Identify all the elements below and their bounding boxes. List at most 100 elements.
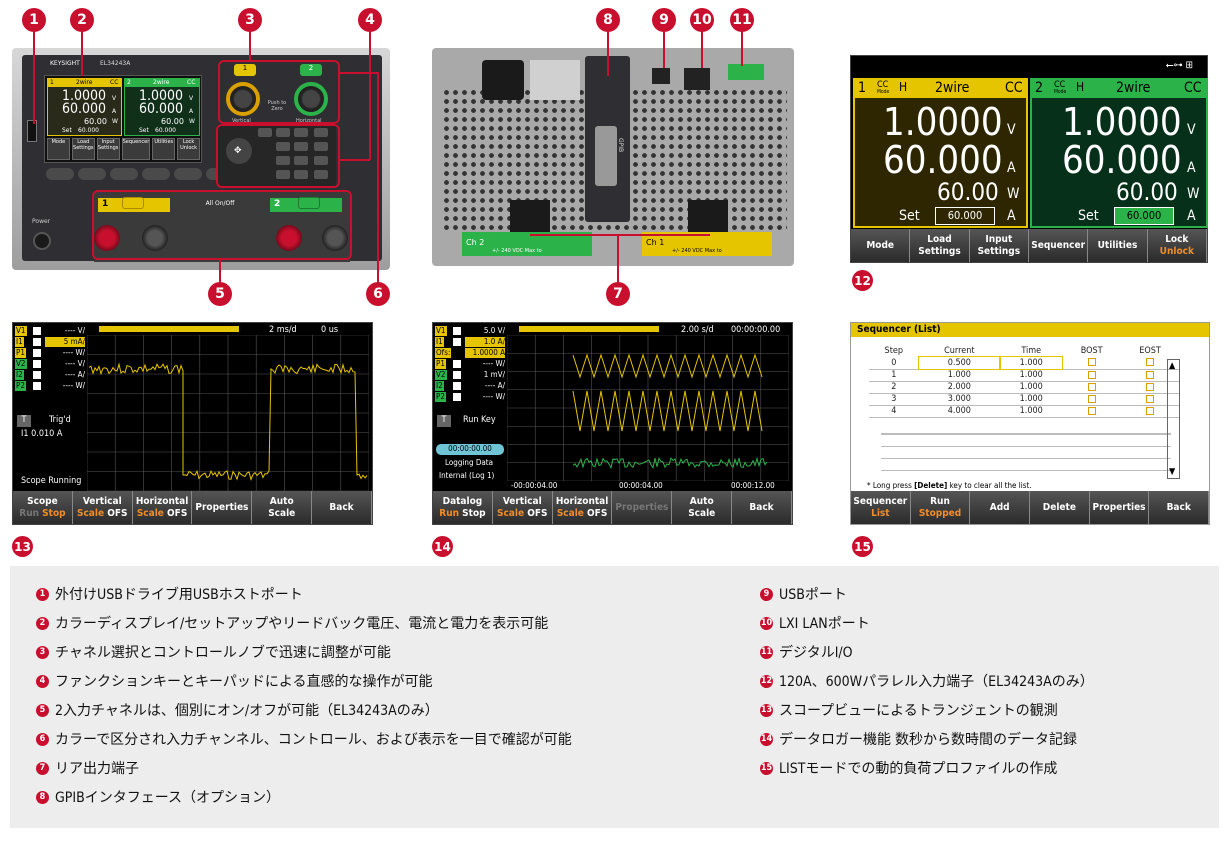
channel-scale[interactable]: ---- W/ <box>62 381 85 390</box>
s12-ch2-set-value[interactable]: 60.000 <box>1114 207 1174 225</box>
channel-scale[interactable]: ---- V/ <box>64 326 85 335</box>
channel-scale[interactable]: ---- V/ <box>64 359 85 368</box>
channel-scale[interactable]: ---- A/ <box>64 370 85 379</box>
channel-scale[interactable]: ---- W/ <box>62 348 85 357</box>
checkbox[interactable] <box>1146 382 1155 391</box>
s15-back-softkey[interactable]: Back <box>1149 491 1210 524</box>
front-softkey[interactable] <box>142 168 170 180</box>
channel-checkbox[interactable] <box>453 360 461 368</box>
vertical-knob[interactable] <box>226 82 260 116</box>
front-ch2-voltage: 1.0000 <box>139 88 184 104</box>
channel-checkbox[interactable] <box>453 393 461 401</box>
arrow-keys-icon[interactable]: ✥ <box>234 146 242 156</box>
channel-scale[interactable]: 1 mV/ <box>483 370 505 379</box>
s15-delete-softkey[interactable]: Delete <box>1030 491 1090 524</box>
s15-add-softkey[interactable]: Add <box>970 491 1031 524</box>
checkbox-cell[interactable] <box>1121 405 1179 418</box>
checkbox[interactable] <box>1146 406 1155 415</box>
s13-properties-softkey[interactable]: Properties <box>192 491 253 524</box>
channel-checkbox[interactable] <box>33 338 41 346</box>
power-button[interactable] <box>33 232 51 250</box>
checkbox-cell[interactable] <box>1062 369 1122 382</box>
checkbox[interactable] <box>1146 358 1155 367</box>
s12-utilities-softkey[interactable]: Utilities <box>1088 229 1148 262</box>
s13-back-softkey[interactable]: Back <box>312 491 372 524</box>
all-onoff-button[interactable]: All On/Off <box>205 200 235 207</box>
channel-checkbox[interactable] <box>33 360 41 368</box>
channel-scale[interactable]: 1.0 A/ <box>465 337 505 347</box>
checkbox[interactable] <box>1087 406 1096 415</box>
channel-checkbox[interactable] <box>453 327 461 335</box>
s14-logging-label: Logging Data <box>445 458 494 467</box>
channel-checkbox[interactable] <box>33 371 41 379</box>
channel-scale[interactable]: ---- W/ <box>482 359 505 368</box>
channel-scale[interactable]: 5 mA/ <box>45 337 85 347</box>
horizontal-knob[interactable] <box>294 82 328 116</box>
channel-scale[interactable]: ---- W/ <box>482 392 505 401</box>
checkbox-cell[interactable] <box>1121 357 1179 370</box>
channel-scale[interactable]: 1.0000 A <box>465 348 505 358</box>
channel-checkbox[interactable] <box>453 371 461 379</box>
channel-checkbox[interactable] <box>33 349 41 357</box>
channel-checkbox[interactable] <box>33 327 41 335</box>
front-softkey[interactable] <box>110 168 138 180</box>
s12-ch2-ccmode: CC <box>1054 80 1066 90</box>
checkbox[interactable] <box>1087 358 1096 367</box>
scroll-down-icon[interactable]: ▼ <box>1169 467 1176 477</box>
checkbox[interactable] <box>1087 370 1096 379</box>
s12-ch1-set-value[interactable]: 60.000 <box>935 207 995 225</box>
checkbox-cell[interactable] <box>1121 393 1179 406</box>
checkbox-cell[interactable] <box>1062 357 1122 370</box>
s12-sequencer-softkey[interactable]: Sequencer <box>1028 229 1089 262</box>
checkbox-cell[interactable] <box>1062 393 1122 406</box>
checkbox[interactable] <box>1087 382 1096 391</box>
checkbox-cell[interactable] <box>1062 405 1122 418</box>
channel-checkbox[interactable] <box>453 338 461 346</box>
front-softkey[interactable] <box>174 168 202 180</box>
channel-checkbox[interactable] <box>33 382 41 390</box>
checkbox[interactable] <box>1146 394 1155 403</box>
checkbox[interactable] <box>1146 370 1155 379</box>
checkbox-cell[interactable] <box>1121 369 1179 382</box>
checkbox-cell[interactable] <box>1121 381 1179 394</box>
checkbox[interactable] <box>1087 394 1096 403</box>
s12-mode-softkey[interactable]: Mode <box>851 229 911 262</box>
channel-checkbox[interactable] <box>453 382 461 390</box>
s14-back-softkey[interactable]: Back <box>732 491 792 524</box>
s14-properties-softkey[interactable]: Properties <box>612 491 673 524</box>
channel-scale[interactable]: 5.0 V/ <box>483 326 505 335</box>
channel-scale[interactable]: ---- A/ <box>484 381 505 390</box>
s15-scrollbar[interactable]: ▲ ▼ <box>1167 359 1180 479</box>
softkey-label: Sequencer <box>1031 239 1086 251</box>
s15-properties-softkey[interactable]: Properties <box>1089 491 1150 524</box>
ch2-select-button[interactable]: 2 <box>300 64 322 76</box>
ch1-select-button[interactable]: 1 <box>234 64 256 76</box>
front-softkey[interactable] <box>78 168 106 180</box>
front-softkey[interactable] <box>46 168 74 180</box>
ch1-onoff-button[interactable] <box>122 197 144 209</box>
ch2-onoff-button[interactable] <box>298 197 320 209</box>
checkbox-cell[interactable] <box>1062 381 1122 394</box>
scroll-up-icon[interactable]: ▲ <box>1169 361 1176 371</box>
vertical-knob-label: Vertical <box>232 118 251 124</box>
